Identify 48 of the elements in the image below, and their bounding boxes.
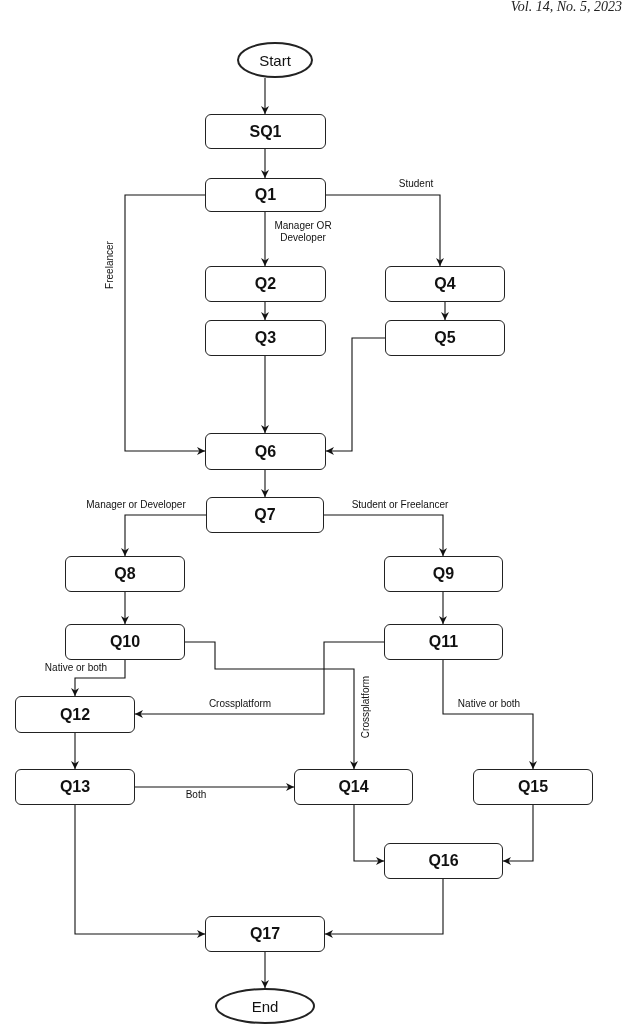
- arrow: [325, 194, 444, 267]
- arrow: [261, 469, 269, 498]
- arrow: [184, 641, 358, 770]
- process-box: Q14: [294, 769, 413, 805]
- arrow: [121, 514, 207, 557]
- process-box: Q16: [384, 843, 503, 879]
- process-box: Q15: [473, 769, 593, 805]
- process-box: Q13: [15, 769, 135, 805]
- process-box: Q6: [205, 433, 326, 470]
- process-box: Q12: [15, 696, 135, 733]
- process-box: Q11: [384, 624, 503, 660]
- arrow: [439, 591, 447, 625]
- process-box: Q3: [205, 320, 326, 356]
- process-box: Q1: [205, 178, 326, 212]
- arrow: [261, 77, 269, 115]
- edge-label: Freelancer: [104, 240, 116, 290]
- arrow: [323, 514, 447, 557]
- arrow: [134, 641, 385, 718]
- arrow: [74, 804, 206, 938]
- terminal-oval: End: [215, 988, 315, 1024]
- arrow: [71, 732, 79, 770]
- arrow: [261, 951, 269, 989]
- arrow: [71, 659, 126, 697]
- process-box: SQ1: [205, 114, 326, 149]
- arrow: [442, 659, 537, 770]
- process-box: Q7: [206, 497, 324, 533]
- terminal-oval: Start: [237, 42, 313, 78]
- journal-issue-note: Vol. 14, No. 5, 2023: [510, 0, 622, 15]
- arrow: [441, 301, 449, 321]
- edge-label: Student: [396, 178, 436, 190]
- arrow: [121, 591, 129, 625]
- arrow: [261, 355, 269, 434]
- arrow: [353, 804, 385, 865]
- arrow: [124, 194, 206, 455]
- arrow: [261, 211, 269, 267]
- process-box: Q17: [205, 916, 325, 952]
- arrow: [324, 878, 444, 938]
- arrow: [261, 301, 269, 321]
- arrow: [502, 804, 534, 865]
- process-box: Q8: [65, 556, 185, 592]
- process-box: Q9: [384, 556, 503, 592]
- process-box: Q4: [385, 266, 505, 302]
- arrow: [134, 783, 295, 791]
- process-box: Q5: [385, 320, 505, 356]
- process-box: Q2: [205, 266, 326, 302]
- process-box: Q10: [65, 624, 185, 660]
- arrow: [261, 148, 269, 179]
- arrow: [325, 337, 386, 455]
